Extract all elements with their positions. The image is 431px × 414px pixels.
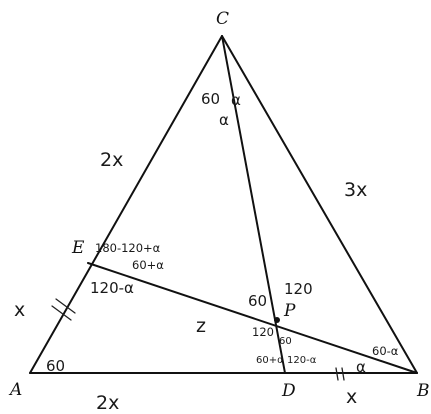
vertex-label-c: C	[216, 9, 229, 29]
vertex-label-d: D	[281, 381, 296, 401]
label-side-db: x	[346, 386, 357, 408]
label-angle-p-upper-right: 120	[284, 280, 313, 298]
label-angle-e-bottom: 120-α	[90, 279, 134, 297]
vertex-label-p: P	[283, 301, 296, 321]
label-angle-c-left: 60	[201, 90, 220, 108]
label-angle-d-left: 60+α	[256, 355, 284, 366]
point-p	[274, 317, 280, 323]
cevian-be	[87, 262, 418, 374]
label-side-ad: 2x	[96, 392, 119, 414]
label-side-ce: 2x	[100, 149, 123, 171]
label-side-ea: x	[14, 299, 25, 321]
label-angle-d-right: 120-α	[287, 355, 317, 366]
label-side-cb: 3x	[344, 179, 367, 201]
tick-mark-1	[51, 305, 72, 321]
label-angle-p-upper-left: 60	[248, 292, 267, 310]
label-angle-c-right: α	[231, 91, 241, 109]
tick-mark-4	[341, 367, 345, 381]
label-angle-b-lower: α	[356, 358, 366, 376]
side-ac	[29, 35, 223, 374]
tick-mark-3	[335, 367, 339, 381]
label-angle-b-upper: 60-α	[372, 344, 399, 358]
label-segment-ep: z	[196, 315, 206, 337]
label-angle-c-alpha: α	[219, 111, 229, 129]
label-angle-p-lower-right: 60	[279, 336, 292, 347]
label-angle-a: 60	[46, 357, 65, 375]
side-cb	[221, 35, 418, 374]
label-angle-e-top2: 60+α	[132, 258, 164, 272]
vertex-label-b: B	[416, 381, 430, 401]
vertex-label-a: A	[8, 380, 22, 400]
label-angle-e-top: 180-120+α	[95, 241, 161, 255]
cevian-cd	[221, 35, 286, 374]
tick-mark-2	[55, 298, 76, 314]
label-angle-p-lower-left: 120	[252, 325, 274, 339]
vertex-label-e: E	[71, 238, 85, 258]
